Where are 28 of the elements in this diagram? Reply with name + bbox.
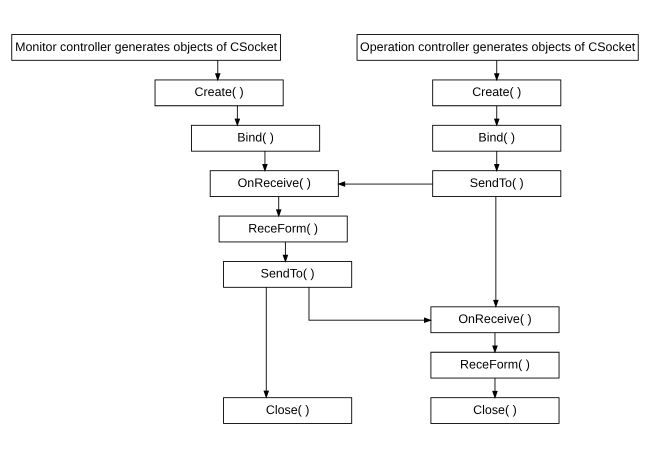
node-box: OnReceive( )	[210, 170, 339, 197]
node-box: Create( )	[154, 80, 284, 106]
node-box: OnReceive( )	[430, 306, 560, 334]
arrow	[493, 196, 499, 308]
node-box: Bind( )	[191, 124, 320, 152]
arrow	[494, 60, 500, 82]
node-box: SendTo( )	[223, 261, 352, 288]
node-box: ReceForm( )	[430, 352, 560, 378]
arrow	[276, 196, 282, 218]
node-box: Bind( )	[432, 124, 562, 152]
node-box: Close( )	[223, 397, 352, 424]
node-box: Close( )	[430, 397, 560, 424]
arrow	[263, 287, 270, 399]
arrow	[214, 60, 221, 82]
arrow	[282, 242, 288, 263]
node-box: ReceForm( )	[218, 216, 348, 242]
node-box: Operation controller generates objects of CSocket	[356, 34, 639, 61]
arrow	[262, 150, 268, 172]
node-box: Create( )	[432, 80, 562, 106]
arrow	[308, 286, 432, 324]
node-box: Monitor controller generates objects of CSocket	[11, 34, 281, 61]
arrow	[337, 181, 433, 187]
arrow	[234, 106, 240, 127]
arrow	[494, 150, 500, 172]
arrow	[494, 106, 500, 127]
arrow	[492, 332, 498, 354]
arrow	[492, 378, 498, 399]
node-box: SendTo( )	[432, 170, 562, 197]
